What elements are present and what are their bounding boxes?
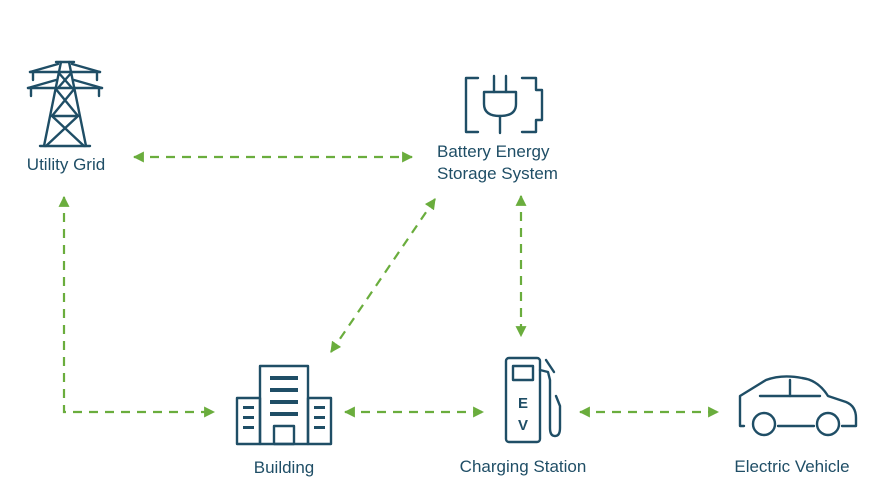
office-building-icon [235,364,333,446]
building-windows [243,376,325,429]
battery-label-line1: Battery Energy [437,142,550,161]
arrow-building-battery [330,198,436,353]
ev-charger-letter-e: E [518,395,528,412]
electric-vehicle-label: Electric Vehicle [734,457,850,476]
ev-charger-icon [504,356,562,444]
ev-charger-letter-v: V [518,417,528,434]
battery-label-line2: Storage System [437,164,558,183]
charging-station-label: Charging Station [459,457,587,476]
arrow-grid-building [58,195,216,418]
building-label: Building [253,458,315,477]
utility-grid-label: Utility Grid [26,155,106,174]
car-icon [738,375,858,437]
transmission-tower-icon [26,60,104,148]
battery-plug-icon [464,74,544,135]
